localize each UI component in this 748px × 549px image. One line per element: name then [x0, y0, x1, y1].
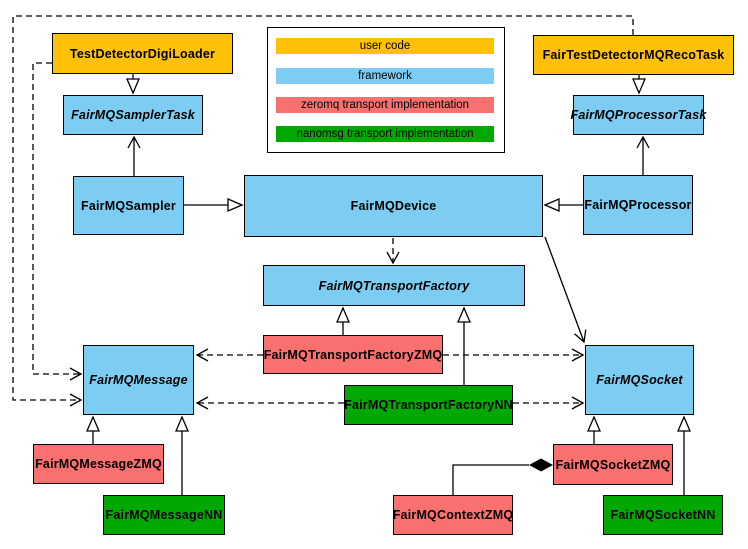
legend-item-user-code: user code [276, 38, 494, 54]
edge-contextzmq-sockzmq [452, 464, 529, 495]
node-fairmqprocessor: FairMQProcessor [583, 175, 693, 235]
legend-item-framework: framework [276, 68, 494, 84]
node-fairmqcontextzmq: FairMQContextZMQ [393, 495, 513, 535]
node-fairmqtransportfactorynn: FairMQTransportFactoryNN [344, 385, 513, 425]
node-fairtestdetectormqrecotask: FairTestDetectorMQRecoTask [533, 35, 734, 75]
node-fairmqsocketzmq: FairMQSocketZMQ [553, 444, 673, 485]
node-fairmqmessagezmq: FairMQMessageZMQ [33, 444, 164, 484]
node-fairmqsocketnn: FairMQSocketNN [603, 495, 723, 535]
node-fairmqdevice: FairMQDevice [244, 175, 543, 237]
node-fairmqsamplertask: FairMQSamplerTask [63, 95, 203, 135]
node-fairmqsocket: FairMQSocket [585, 345, 694, 415]
node-testdetectordigiloader: TestDetectorDigiLoader [52, 33, 233, 74]
node-fairmqmessagenn: FairMQMessageNN [103, 495, 225, 535]
edge-recotask-message [12, 15, 634, 407]
node-fairmqtransportfactoryzmq: FairMQTransportFactoryZMQ [263, 335, 443, 374]
composition-diamond-icon [529, 458, 553, 472]
node-fairmqtransportfactory: FairMQTransportFactory [263, 265, 525, 306]
node-fairmqprocessortask: FairMQProcessorTask [570, 95, 706, 135]
legend-item-zeromq: zeromq transport implementation [276, 97, 494, 113]
legend-item-nanomsg: nanomsg transport implementation [276, 126, 494, 142]
node-fairmqsampler: FairMQSampler [73, 176, 184, 235]
edge-device-socket [544, 236, 587, 344]
edge-digiloader-message [32, 62, 83, 381]
node-fairmqmessage: FairMQMessage [83, 345, 194, 415]
legend-box: user code framework zeromq transport imp… [267, 27, 505, 153]
